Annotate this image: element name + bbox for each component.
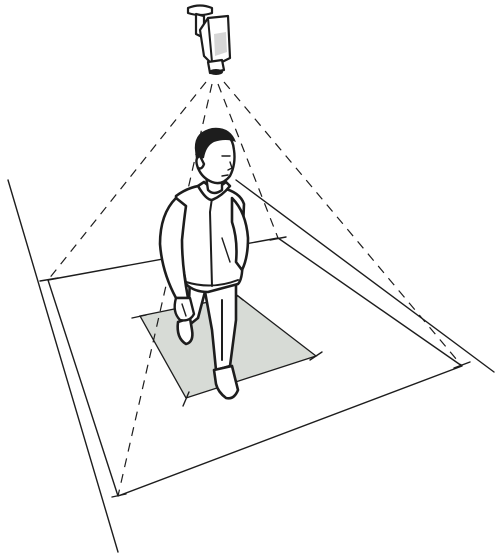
camera-body-shade — [214, 32, 227, 56]
camera-mount-plate — [188, 6, 212, 16]
person-right-shoe — [214, 366, 238, 398]
ceiling-camera-icon — [188, 6, 230, 76]
corner-tick — [112, 494, 126, 497]
camera-view-cone — [48, 82, 462, 496]
camera-lens-glass — [209, 69, 223, 75]
corner-tick — [40, 278, 58, 281]
person-mouth — [222, 175, 228, 176]
left-wall-line — [8, 180, 118, 552]
